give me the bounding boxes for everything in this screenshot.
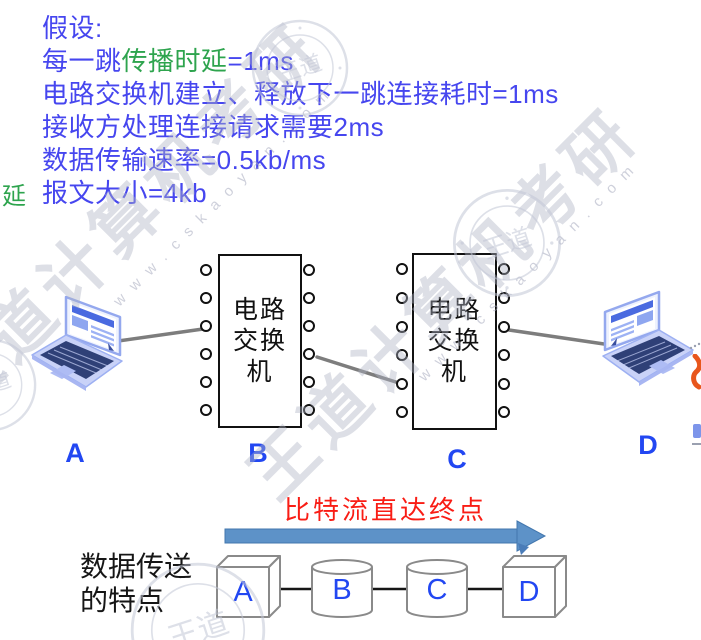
assumption-receiver-processing: 接收方处理连接请求需要2ms xyxy=(42,112,385,142)
link-a-to-b xyxy=(116,327,205,343)
switch-port xyxy=(200,348,212,360)
laptop-d-icon xyxy=(600,288,695,388)
node-label-c: C xyxy=(447,444,467,474)
assumption-data-rate: 数据传输速率=0.5kb/ms xyxy=(42,145,327,175)
node-label-d: D xyxy=(638,430,658,460)
node-label-b: B xyxy=(248,438,268,468)
switch-port xyxy=(303,348,315,360)
assumption-switch-setup: 电路交换机建立、释放下一跳连接耗时=1ms xyxy=(42,79,559,109)
switch-port xyxy=(303,264,315,276)
switch-port xyxy=(200,320,212,332)
switch-port xyxy=(498,406,510,418)
switch-port xyxy=(396,292,408,304)
flow-arrow xyxy=(224,520,547,552)
switch-port xyxy=(498,349,510,361)
switch-port xyxy=(498,263,510,275)
flow-title: 比特流直达终点 xyxy=(284,496,488,525)
link-b-to-c xyxy=(315,355,401,385)
switch-port xyxy=(396,321,408,333)
switch-port xyxy=(200,292,212,304)
chain-node-a-label: A xyxy=(233,575,253,608)
switch-port xyxy=(303,376,315,388)
assumptions-block: 假设: 每一跳传播时延=1ms 电路交换机建立、释放下一跳连接耗时=1ms 接收… xyxy=(42,12,559,210)
switch-port xyxy=(498,292,510,304)
chain-node-c-cylinder xyxy=(406,559,468,618)
link-c-to-d xyxy=(507,328,606,346)
chain-node-d-cube xyxy=(502,555,567,618)
switch-port xyxy=(303,320,315,332)
feature-label: 数据传送 的特点 xyxy=(80,552,193,617)
cutoff-text-fragment xyxy=(693,424,701,438)
switch-port xyxy=(498,378,510,390)
chain-node-d-label: D xyxy=(518,575,540,608)
circuit-switch-c-label: 电路 交换 机 xyxy=(427,297,482,386)
laptop-a-icon xyxy=(30,293,125,393)
assumptions-title: 假设: xyxy=(42,13,103,43)
cutoff-underline-fragment xyxy=(692,443,701,445)
chain-node-b-cylinder xyxy=(311,559,373,618)
switch-port xyxy=(303,404,315,416)
switch-port xyxy=(200,404,212,416)
switch-port xyxy=(396,263,408,275)
assumption-hop-delay: 每一跳传播时延=1ms xyxy=(42,46,294,76)
chain-node-c-label: C xyxy=(426,573,448,606)
cutoff-logo-fragment xyxy=(691,354,701,392)
switch-port xyxy=(200,376,212,388)
stray-character: 延 xyxy=(2,183,26,210)
cursor-fragment xyxy=(518,543,529,555)
node-label-a: A xyxy=(65,438,85,468)
circuit-switch-b: 电路 交换 机 xyxy=(218,254,302,428)
circuit-switch-b-label: 电路 交换 机 xyxy=(232,296,287,386)
switch-port xyxy=(200,264,212,276)
switch-port xyxy=(303,292,315,304)
switch-port xyxy=(396,406,408,418)
switch-port xyxy=(396,378,408,390)
chain-node-b-label: B xyxy=(332,573,352,606)
assumption-message-size: 报文大小=4kb xyxy=(42,178,208,208)
switch-port xyxy=(498,321,510,333)
propagation-delay-term: 传播时延 xyxy=(121,46,228,76)
cutoff-dots-fragment xyxy=(689,342,701,350)
circuit-switch-c: 电路 交换 机 xyxy=(412,253,497,430)
switch-port xyxy=(396,349,408,361)
